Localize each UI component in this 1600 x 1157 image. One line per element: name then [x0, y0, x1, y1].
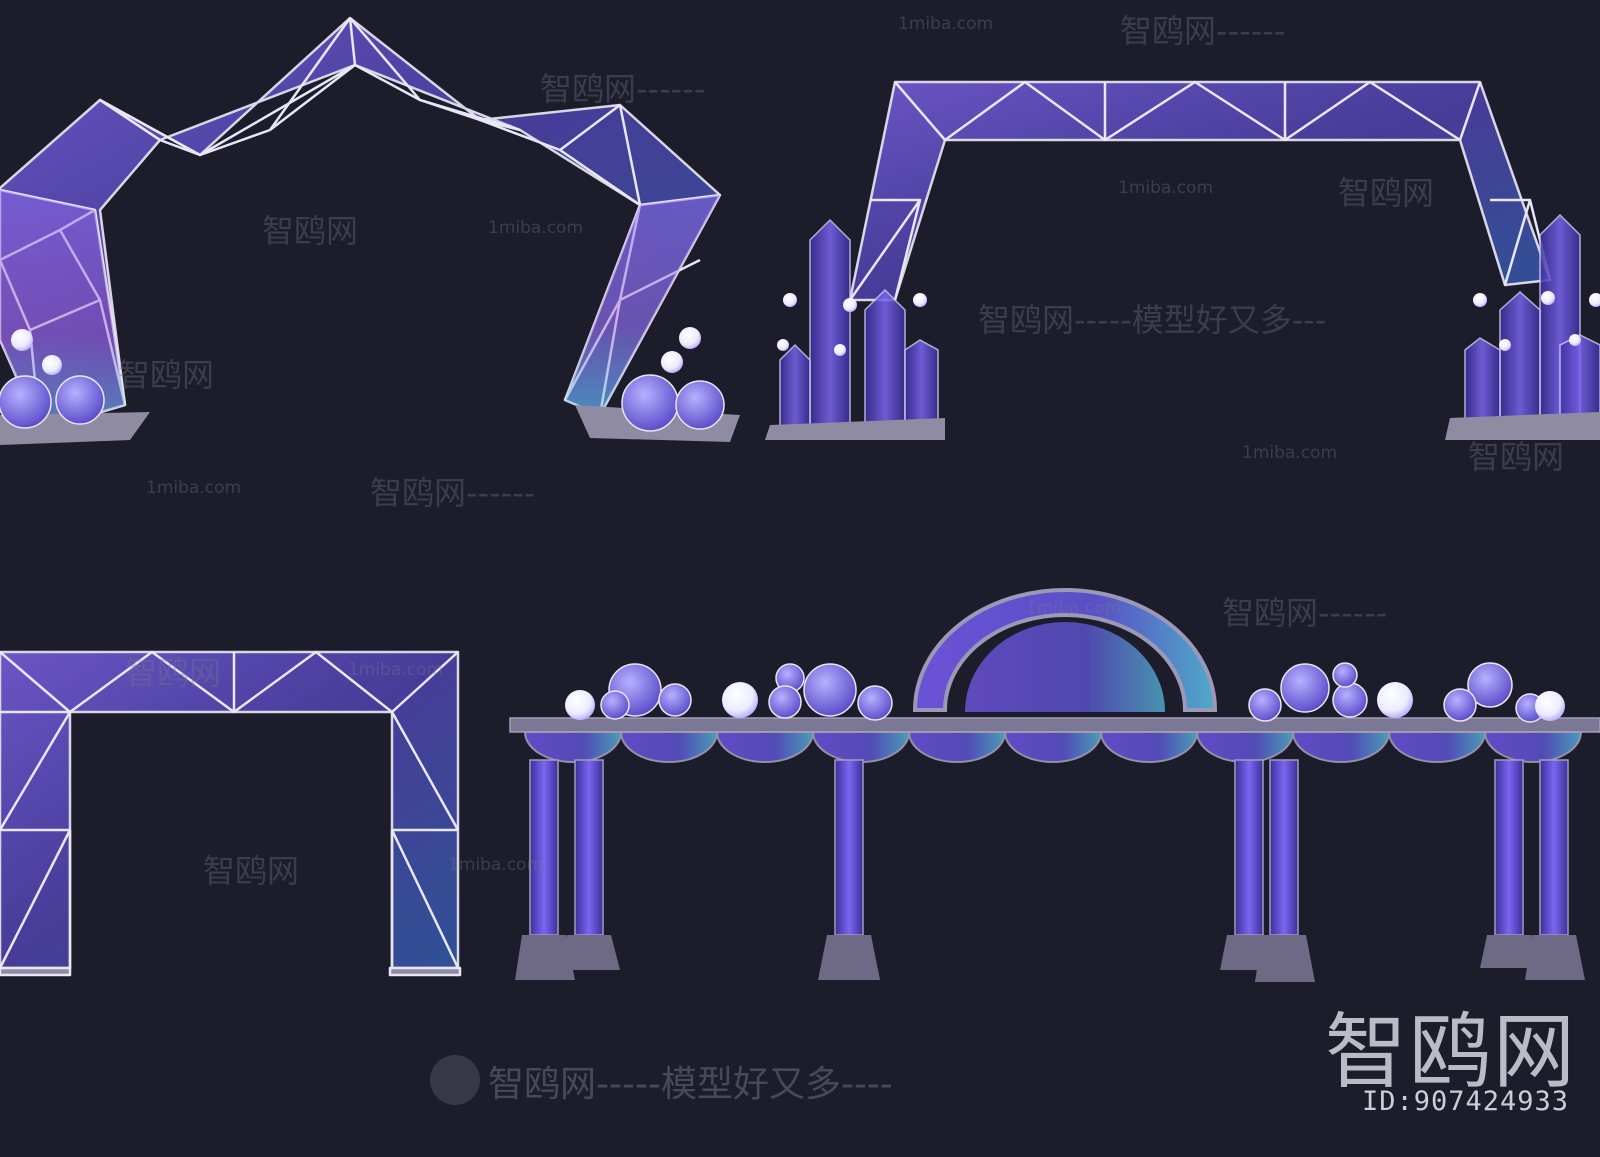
watermark-site: 1miba.com [1242, 443, 1338, 463]
watermark-slogan: 智鸥网-----模型好又多--- [978, 301, 1327, 339]
watermark-site: 1miba.com [1118, 178, 1214, 198]
watermark-brand: 智鸥网 [125, 654, 222, 692]
faceted-arch-top-left [0, 16, 722, 432]
watermark-brand: 智鸥网 [1338, 174, 1435, 212]
watermark-site: 1miba.com [146, 478, 242, 498]
colonnade-arch-bottom-right [509, 588, 1600, 982]
square-arch-bottom-left [0, 650, 462, 977]
crystal-towers-right [1445, 213, 1600, 440]
watermark-site: 1miba.com [488, 218, 584, 238]
arch-1-gem-ornaments [0, 327, 725, 432]
watermark-brand: 智鸥网 [1468, 438, 1565, 476]
watermark-slogan-bottom: 智鸥网-----模型好又多---- [488, 1064, 893, 1105]
watermark-site: 1miba.com [898, 14, 994, 34]
bent-arch-top-right [848, 80, 1552, 302]
watermark-brand: 智鸥网------ [540, 70, 706, 108]
watermark-brand: 智鸥网 [118, 356, 215, 394]
watermark-brand: 智鸥网------ [1222, 594, 1388, 632]
watermark-brand: 智鸥网 [203, 852, 300, 890]
model-id: ID:907424933 [1362, 1086, 1570, 1117]
watermark-site: 1miba.com [448, 855, 544, 875]
brand-mark: 智鸥网 [1325, 1005, 1578, 1100]
watermark-site: 1miba.com [348, 660, 444, 680]
watermark-site: 1miba.com [1026, 598, 1122, 618]
watermark-brand: 智鸥网------ [1120, 12, 1286, 50]
bird-logo-icon [430, 1055, 480, 1105]
crystal-towers-left [765, 218, 945, 440]
watermark-brand: 智鸥网 [262, 212, 359, 250]
watermark-brand: 智鸥网------ [370, 474, 536, 512]
